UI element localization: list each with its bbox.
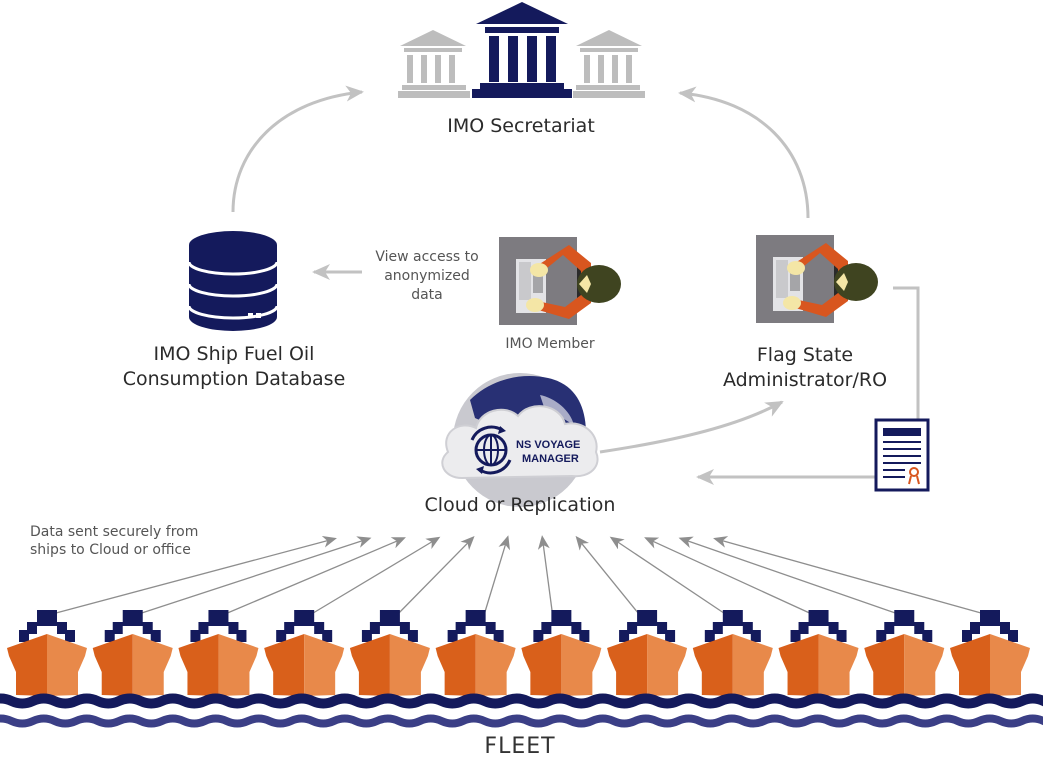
waves [0,693,1043,728]
ship-icon [778,610,859,696]
member-label: IMO Member [505,336,595,352]
view-access-line3: data [411,287,443,303]
arrow-cloud-to-flagstate [599,400,784,454]
arrow-db-to-secretariat [231,85,364,213]
ship-data-arrows [55,535,982,614]
cloud-label: Cloud or Replication [424,494,616,516]
ns-voyage-badge-line2: MANAGER [522,453,579,465]
person-at-computer-icon [756,235,878,323]
person-at-computer-icon [499,237,621,325]
ship-data-arrow [141,536,372,614]
ship-data-arrow [398,536,475,614]
ship-data-arrow [484,535,510,614]
ship-data-arrow [537,535,554,614]
ship-data-arrow [575,535,639,614]
ship-icon [692,610,773,696]
ship-data-arrow [644,537,810,614]
ship-icon [92,610,173,696]
ship-data-arrow [609,536,725,614]
ship-data-arrow [55,535,337,614]
fleet-label: FLEET [484,734,556,759]
database-icon [187,231,279,331]
data-sent-line1: Data sent securely from [30,524,199,540]
ship-icon [950,610,1030,696]
ship-icon [435,610,516,696]
flag-state-label-line1: Flag State [756,344,854,366]
ship-data-arrow [713,536,982,614]
globe-cloud-icon: NS VOYAGE MANAGER [441,373,599,507]
ship-data-arrow [312,536,441,614]
ship-icon [349,610,430,696]
database-label-line2: Consumption Database [122,368,346,390]
view-access-note: View access to anonymized data [362,248,492,305]
ship-icon [521,610,602,696]
certificate-icon [874,418,930,492]
arrow-flagstate-to-secretariat [678,86,810,219]
flagstate-certificate-connector [893,286,920,420]
data-sent-line2: ships to Cloud or office [30,542,191,558]
data-sent-note: Data sent securely from ships to Cloud o… [30,523,198,559]
ship-icon [264,610,345,696]
view-access-line2: anonymized [384,268,470,284]
ship-icon [864,610,945,696]
fleet-ships [7,610,1030,696]
database-label: IMO Ship Fuel Oil Consumption Database [105,342,363,392]
ship-icon [607,610,688,696]
ns-voyage-badge-line1: NS VOYAGE [516,439,580,451]
flag-state-label-line2: Administrator/RO [722,369,888,391]
flag-state-label: Flag State Administrator/RO [705,343,905,393]
government-building-icon [398,2,645,98]
ship-icon [178,610,259,696]
secretariat-label: IMO Secretariat [447,115,595,137]
ship-data-arrow [678,536,896,614]
ship-data-arrow [227,537,406,614]
view-access-line1: View access to [375,249,479,265]
ship-icon [7,610,87,696]
database-label-line1: IMO Ship Fuel Oil [153,343,315,365]
